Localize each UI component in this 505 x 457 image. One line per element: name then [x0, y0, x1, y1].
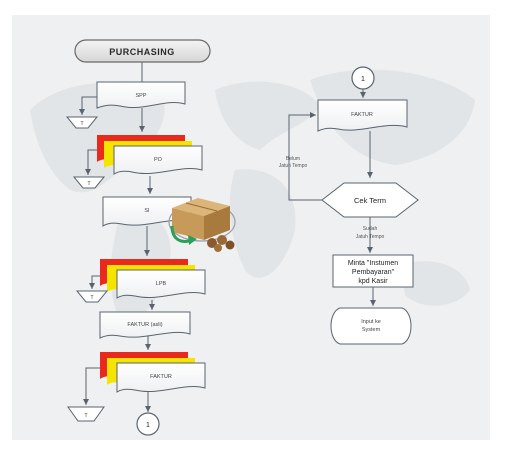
si-label: SI: [144, 208, 150, 214]
input-system-terminator: Input ke System: [330, 307, 412, 345]
svg-text:System: System: [362, 327, 381, 333]
faktur-asli-label: FAKTUR (asli): [127, 322, 162, 328]
svg-text:T: T: [90, 295, 93, 301]
svg-text:1: 1: [146, 422, 150, 429]
svg-text:Sudah: Sudah: [363, 226, 378, 232]
connector-top: 1: [351, 66, 375, 90]
spp-label: SPP: [135, 93, 146, 99]
svg-text:Jatuh Tempo: Jatuh Tempo: [356, 234, 385, 240]
file-mark-4: T: [67, 406, 105, 422]
file-mark-2: T: [72, 176, 106, 189]
purchasing-title: PURCHASING: [109, 47, 175, 57]
svg-text:T: T: [87, 181, 90, 187]
po-label: PO: [154, 157, 163, 163]
svg-text:kpd Kasir: kpd Kasir: [358, 278, 388, 285]
lpb-label: LPB: [156, 281, 167, 287]
po-document-stack: PO: [97, 135, 203, 175]
faktur-asli-document: FAKTUR (asli): [99, 311, 191, 339]
svg-text:Pembayaran": Pembayaran": [352, 269, 395, 276]
lpb-document-stack: LPB: [100, 259, 206, 299]
svg-text:Jatuh Tempo: Jatuh Tempo: [279, 163, 308, 169]
svg-text:Minta "Instumen: Minta "Instumen: [348, 260, 398, 267]
file-mark-3: T: [75, 290, 109, 303]
faktur-right-label: FAKTUR: [351, 112, 373, 118]
faktur-right-document: FAKTUR: [317, 99, 408, 132]
file-mark-1: T: [65, 116, 99, 129]
sudah-jatuh-tempo-label: Sudah Jatuh Tempo: [356, 226, 385, 240]
svg-text:T: T: [84, 413, 87, 419]
shipment-box-illustration: [168, 198, 236, 252]
svg-text:Input ke: Input ke: [361, 319, 381, 325]
svg-text:1: 1: [361, 76, 365, 83]
connector-bottom: 1: [136, 412, 160, 436]
belum-jatuh-tempo-label: Belum Jatuh Tempo: [279, 156, 308, 169]
spp-document: SPP: [96, 81, 186, 109]
faktur-left-label: FAKTUR: [150, 374, 172, 380]
purchasing-title-pill: PURCHASING: [74, 39, 211, 63]
svg-text:Belum: Belum: [286, 156, 300, 162]
cek-term-decision: Cek Term: [321, 182, 419, 218]
cek-term-label: Cek Term: [354, 196, 386, 205]
faktur-document-stack: FAKTUR: [100, 352, 206, 393]
request-payment-process: Minta "Instumen Pembayaran" kpd Kasir: [332, 254, 414, 288]
svg-text:T: T: [80, 121, 83, 127]
